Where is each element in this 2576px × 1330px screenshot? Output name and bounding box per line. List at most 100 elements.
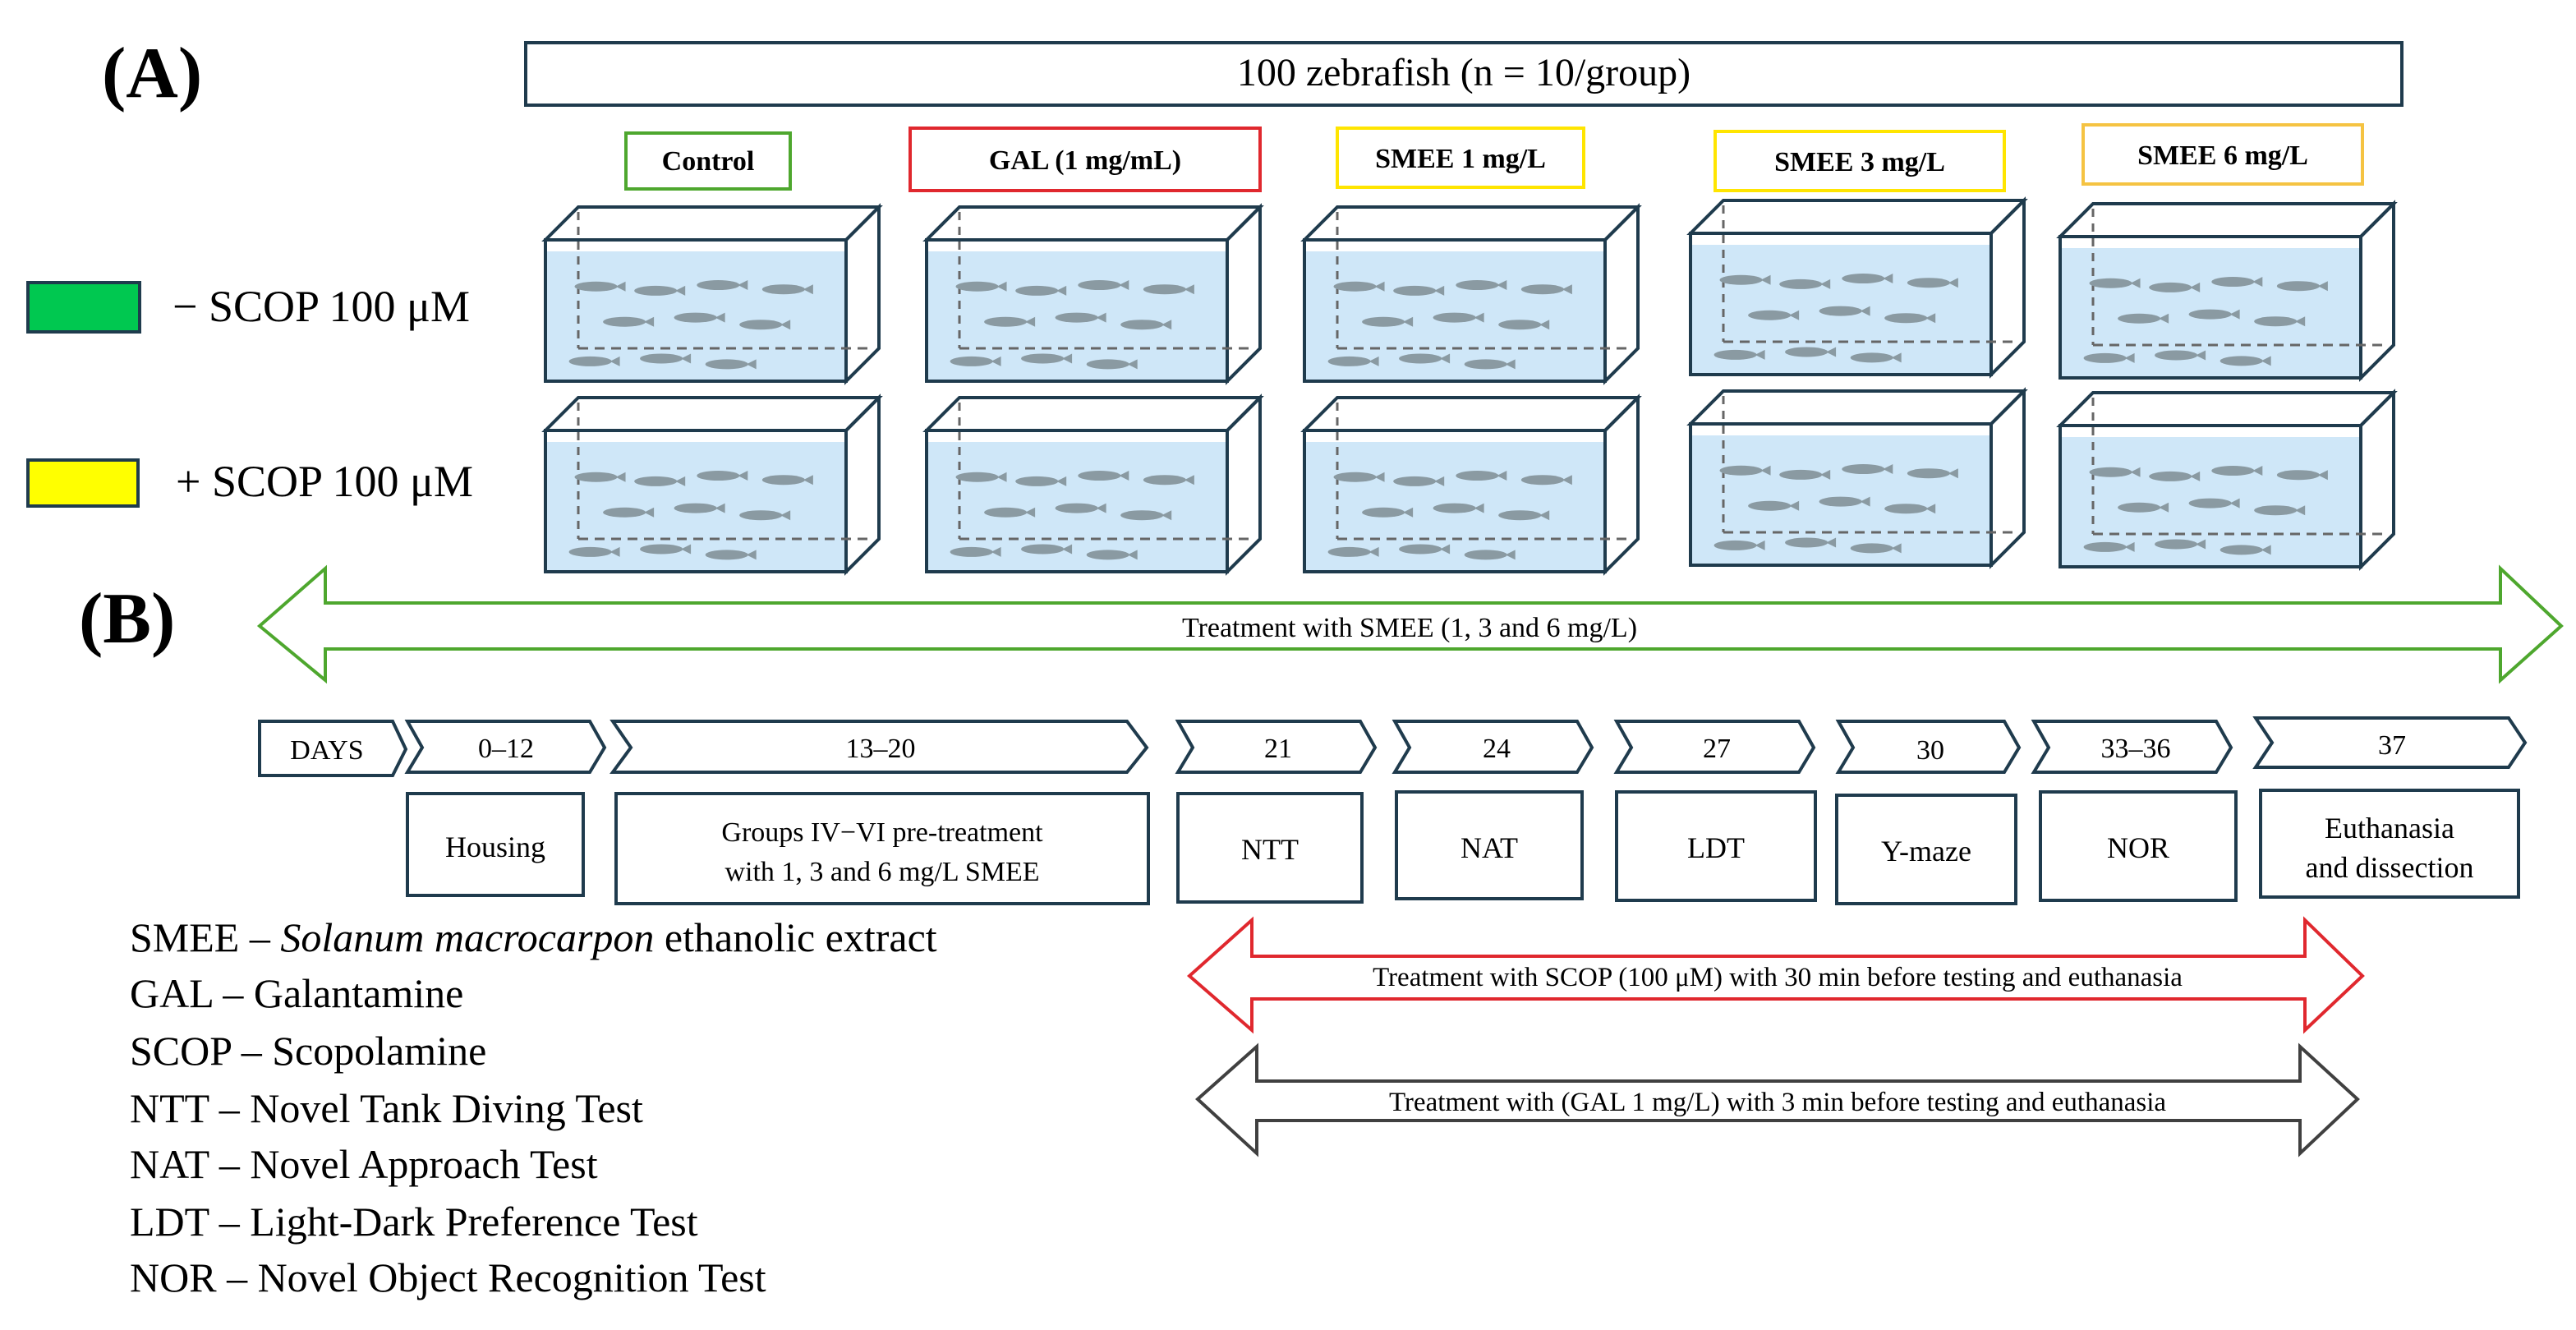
- activity-box-ldt: LDT: [1615, 790, 1817, 902]
- fish-icon: [1456, 280, 1507, 291]
- activity-box-ymaze: Y-maze: [1835, 794, 2017, 905]
- fish-icon: [2276, 281, 2328, 292]
- fish-icon: [1327, 356, 1379, 366]
- fish-icon: [2155, 539, 2206, 550]
- group-label-text: SMEE 3 mg/L: [1774, 147, 1945, 177]
- fish-icon: [1333, 472, 1385, 482]
- abbr-term: LDT: [130, 1199, 209, 1245]
- fish-icon: [1464, 550, 1516, 560]
- fish-icon: [1884, 313, 1936, 324]
- abbr-definition: ethanolic extract: [654, 914, 936, 960]
- group-label-text: GAL (1 mg/mL): [989, 145, 1181, 176]
- abbr-definition: Galantamine: [254, 970, 463, 1016]
- fish-icon: [2220, 356, 2271, 366]
- day-label: 27: [1703, 734, 1731, 764]
- fish-icon: [1714, 540, 1765, 550]
- legend-minus-scop: − SCOP 100 μM: [26, 281, 470, 334]
- fish-icon: [1393, 285, 1445, 296]
- fish-icon: [739, 510, 791, 521]
- day-chevron: 37: [2252, 716, 2528, 769]
- legend-swatch-plus-scop: [26, 458, 140, 508]
- abbr-term: SMEE: [130, 914, 239, 960]
- fish-icon: [1464, 359, 1516, 370]
- aquarium-tank: [541, 203, 883, 385]
- fish-icon: [1399, 353, 1451, 364]
- gal-treatment-arrow: Treatment with (GAL 1 mg/L) with 3 min b…: [1195, 1042, 2360, 1157]
- smee-arrow-text: Treatment with SMEE (1, 3 and 6 mg/L): [1182, 613, 1637, 643]
- fish-icon: [2220, 545, 2271, 555]
- fish-icon: [761, 284, 813, 295]
- day-chevron: 33–36: [2031, 720, 2233, 774]
- fish-icon: [1399, 544, 1451, 555]
- group-label-text: SMEE 6 mg/L: [2137, 140, 2308, 171]
- legend-swatch-minus-scop: [26, 281, 141, 334]
- aquarium-tank: [922, 203, 1264, 385]
- day-chevron: 24: [1392, 720, 1594, 774]
- day-chevron: 21: [1175, 720, 1378, 774]
- fish-icon: [1850, 352, 1902, 363]
- fish-icon: [2083, 541, 2135, 552]
- fish-icon: [568, 356, 620, 366]
- activity-text: and dissection: [2306, 851, 2474, 884]
- fish-icon: [1055, 503, 1106, 513]
- fish-icon: [1842, 274, 1893, 284]
- abbreviation-item: LDT – Light-Dark Preference Test: [130, 1199, 698, 1245]
- fish-icon: [1143, 284, 1194, 295]
- header-text: 100 zebrafish (n = 10/group): [1237, 51, 1690, 94]
- fish-icon: [1907, 278, 1958, 288]
- fish-icon: [1362, 507, 1414, 518]
- activity-text: NOR: [2107, 831, 2169, 864]
- panel-b-label: (B): [79, 579, 175, 659]
- group-label-smee-3: SMEE 3 mg/L: [1714, 130, 2006, 192]
- group-label-control: Control: [624, 131, 792, 191]
- fish-icon: [2254, 316, 2306, 327]
- abbr-dash: –: [239, 914, 280, 960]
- fish-icon: [955, 281, 1007, 292]
- fish-icon: [1078, 471, 1129, 481]
- fish-icon: [955, 472, 1007, 482]
- timeline: DAYS 0–12 13–20 21 24 27 30 33–36: [258, 716, 2528, 777]
- fish-icon: [761, 475, 813, 486]
- fish-icon: [1785, 537, 1837, 548]
- fish-icon: [2211, 277, 2263, 288]
- abbr-dash: –: [213, 970, 254, 1016]
- activity-box-euthanasia: Euthanasia and dissection: [2259, 789, 2520, 899]
- fish-icon: [950, 356, 1001, 366]
- abbreviation-item: NTT – Novel Tank Diving Test: [130, 1085, 643, 1131]
- day-label: 13–20: [846, 734, 916, 764]
- fish-icon: [1779, 278, 1831, 289]
- fish-icon: [1456, 471, 1507, 481]
- fish-icon: [1785, 347, 1837, 357]
- panel-a-label: (A): [102, 34, 202, 113]
- fish-icon: [1120, 510, 1172, 521]
- fish-icon: [1819, 306, 1870, 316]
- legend-plus-scop: + SCOP 100 μM: [26, 457, 473, 508]
- fish-icon: [2188, 498, 2240, 509]
- fish-icon: [950, 546, 1001, 557]
- activity-text: NAT: [1460, 831, 1518, 864]
- fish-icon: [1143, 475, 1194, 486]
- fish-icon: [640, 353, 692, 364]
- fish-icon: [1748, 500, 1800, 511]
- activity-box-pretreatment: Groups IV−VI pre-treatment with 1, 3 and…: [614, 792, 1150, 905]
- aquarium-tank: [1686, 196, 2028, 379]
- abbr-dash: –: [231, 1028, 272, 1074]
- fish-icon: [1714, 349, 1765, 360]
- fish-icon: [1086, 550, 1138, 560]
- aquarium-tanks: [541, 196, 2398, 576]
- smee-treatment-arrow: Treatment with SMEE (1, 3 and 6 mg/L): [256, 564, 2564, 684]
- fish-icon: [1021, 544, 1073, 555]
- activity-text: with 1, 3 and 6 mg/L SMEE: [724, 857, 1039, 887]
- fish-icon: [1327, 546, 1379, 557]
- abbr-term: SCOP: [130, 1028, 231, 1074]
- fish-icon: [2089, 467, 2141, 477]
- day-label: 33–36: [2101, 734, 2171, 764]
- fish-icon: [1362, 316, 1414, 327]
- fish-icon: [984, 316, 1036, 327]
- fish-icon: [1433, 503, 1484, 513]
- group-label-gal: GAL (1 mg/mL): [908, 127, 1262, 192]
- fish-icon: [2118, 502, 2169, 513]
- fish-icon: [1015, 285, 1067, 296]
- activity-text: NTT: [1241, 833, 1299, 866]
- activity-text: Euthanasia: [2325, 812, 2454, 844]
